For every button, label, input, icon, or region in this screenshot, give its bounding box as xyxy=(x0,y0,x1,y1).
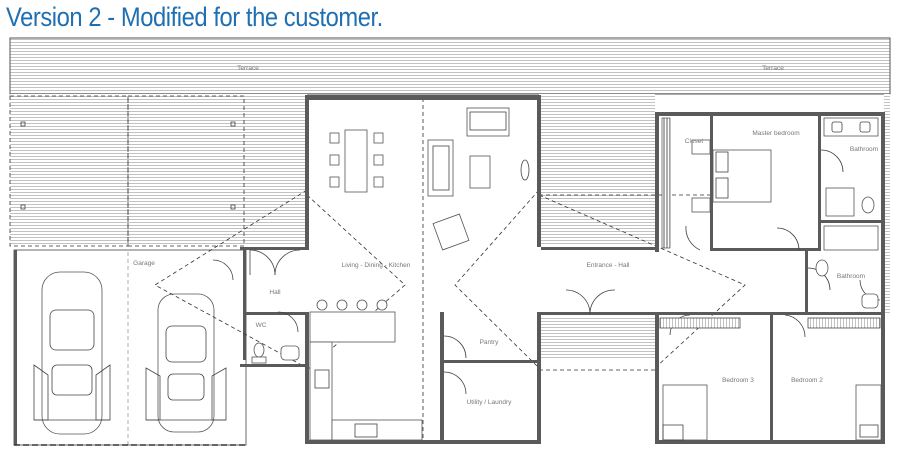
utility-label: Utility / Laundry xyxy=(467,399,513,406)
closet xyxy=(661,117,671,249)
pantry-label: Pantry xyxy=(480,339,500,346)
master-bedroom-label: Master bedroom xyxy=(752,130,799,137)
car-icon xyxy=(33,271,111,435)
bathroom-label-2: Bathroom xyxy=(837,273,865,280)
bed-icon xyxy=(662,384,882,441)
hall-label: Hall xyxy=(269,289,281,296)
bed-icon xyxy=(691,139,772,213)
page-title: Version 2 - Modified for the customer. xyxy=(6,2,383,32)
toilet-icon xyxy=(251,342,300,364)
garage-label: Garage xyxy=(133,260,155,267)
terrace-label-right: Terrace xyxy=(762,65,784,72)
car-icon xyxy=(145,293,227,433)
closet-label: Closet xyxy=(685,138,704,145)
bedroom2-label: Bedroom 2 xyxy=(791,377,823,384)
bathroom-fixtures xyxy=(815,117,879,309)
dining-table xyxy=(329,129,384,193)
wardrobes xyxy=(659,317,881,329)
living-label: Living - Dining - Kitchen xyxy=(342,262,411,269)
kitchen-bar xyxy=(309,299,423,441)
sofa-icon xyxy=(427,107,530,251)
pergola-frames xyxy=(9,95,245,247)
garage xyxy=(13,249,247,446)
bathroom-label-1: Bathroom xyxy=(850,146,878,153)
house-walls xyxy=(240,95,885,444)
doors xyxy=(212,149,881,395)
entrance-label: Entrance - Hall xyxy=(587,262,631,269)
bedroom3-label: Bedroom 3 xyxy=(722,377,754,384)
terrace-label-left: Terrace xyxy=(237,65,259,72)
wc-label: WC xyxy=(256,322,267,329)
